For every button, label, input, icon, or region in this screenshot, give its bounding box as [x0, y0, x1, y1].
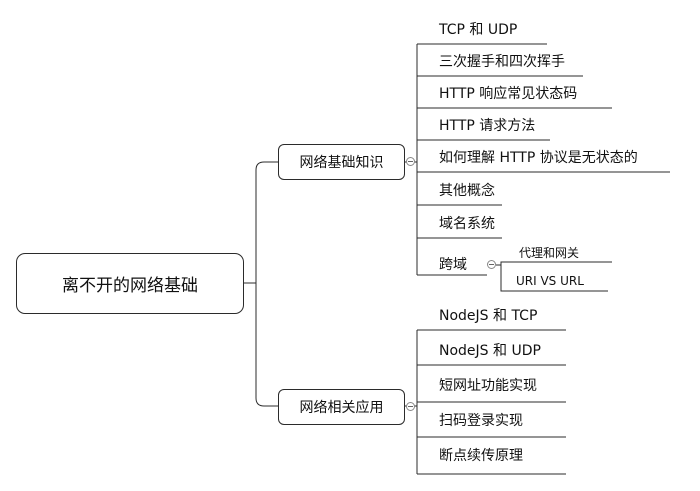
collapse-toggle-icon[interactable]	[406, 402, 415, 411]
topic-dns[interactable]: 域名系统	[439, 216, 495, 232]
topic-tcp-udp[interactable]: TCP 和 UDP	[439, 22, 518, 38]
topic-http-status-codes[interactable]: HTTP 响应常见状态码	[439, 86, 578, 102]
topic-http-methods[interactable]: HTTP 请求方法	[439, 118, 536, 134]
topic-other-concepts[interactable]: 其他概念	[439, 183, 495, 199]
topic-nodejs-tcp[interactable]: NodeJS 和 TCP	[439, 308, 538, 324]
topic-cors[interactable]: 跨域	[439, 257, 467, 273]
collapse-toggle-icon[interactable]	[487, 260, 496, 269]
branch-network-applications[interactable]: 网络相关应用	[278, 389, 405, 425]
topic-http-stateless[interactable]: 如何理解 HTTP 协议是无状态的	[439, 150, 638, 166]
branch-label: 网络基础知识	[299, 155, 384, 171]
subtopic-proxy-gateway[interactable]: 代理和网关	[519, 246, 580, 260]
subtopic-uri-vs-url[interactable]: URI VS URL	[516, 274, 584, 288]
topic-resumable-upload[interactable]: 断点续传原理	[439, 448, 523, 464]
collapse-toggle-icon[interactable]	[406, 157, 415, 166]
branch-label: 网络相关应用	[299, 400, 384, 416]
topic-handshake[interactable]: 三次握手和四次挥手	[439, 54, 565, 70]
root-topic-label: 离不开的网络基础	[62, 276, 198, 296]
topic-short-url[interactable]: 短网址功能实现	[439, 378, 537, 394]
root-topic[interactable]: 离不开的网络基础	[16, 253, 244, 314]
branch-network-basics[interactable]: 网络基础知识	[278, 144, 405, 180]
topic-qr-login[interactable]: 扫码登录实现	[439, 413, 523, 429]
topic-nodejs-udp[interactable]: NodeJS 和 UDP	[439, 343, 541, 359]
